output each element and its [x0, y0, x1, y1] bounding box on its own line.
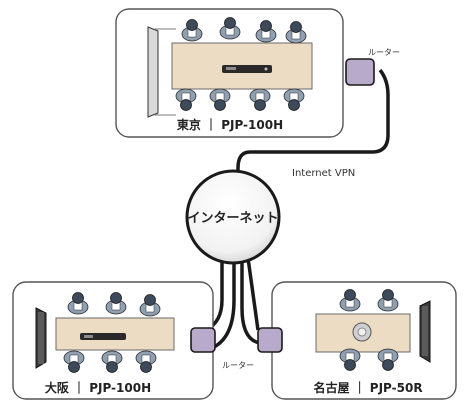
osaka-site-label: 大阪 ｜ PJP-100H — [45, 380, 151, 395]
tokyo-site-label: 東京 ｜ PJP-100H — [177, 117, 283, 132]
osaka-router-label: ルーター — [222, 361, 254, 370]
internet-cloud: インターネット — [185, 169, 281, 265]
cable-internet-nagoya-1 — [240, 262, 261, 345]
cable-internet-nagoya-2 — [246, 257, 260, 331]
cable-tokyo-internet — [236, 68, 390, 175]
osaka-display — [35, 307, 47, 369]
tokyo-router — [345, 58, 375, 86]
cable-internet-osaka-2 — [211, 263, 236, 350]
nagoya-router — [257, 327, 283, 353]
osaka-conference-unit — [80, 333, 126, 340]
tokyo-room: 東京 ｜ PJP-100H — [115, 8, 344, 138]
tokyo-conference-unit — [222, 65, 272, 73]
internet-label: インターネット — [187, 211, 278, 226]
nagoya-room: 名古屋 ｜ PJP-50R — [271, 281, 457, 400]
osaka-router — [190, 327, 216, 353]
nagoya-display — [419, 300, 431, 363]
vpn-label: Internet VPN — [292, 168, 355, 179]
osaka-room: 大阪 ｜ PJP-100H — [12, 281, 214, 400]
tokyo-router-label: ルーター — [368, 48, 400, 57]
tokyo-screen — [147, 26, 176, 118]
nagoya-speakerphone — [352, 322, 372, 342]
nagoya-table — [315, 313, 411, 353]
nagoya-site-label: 名古屋 ｜ PJP-50R — [313, 380, 422, 395]
